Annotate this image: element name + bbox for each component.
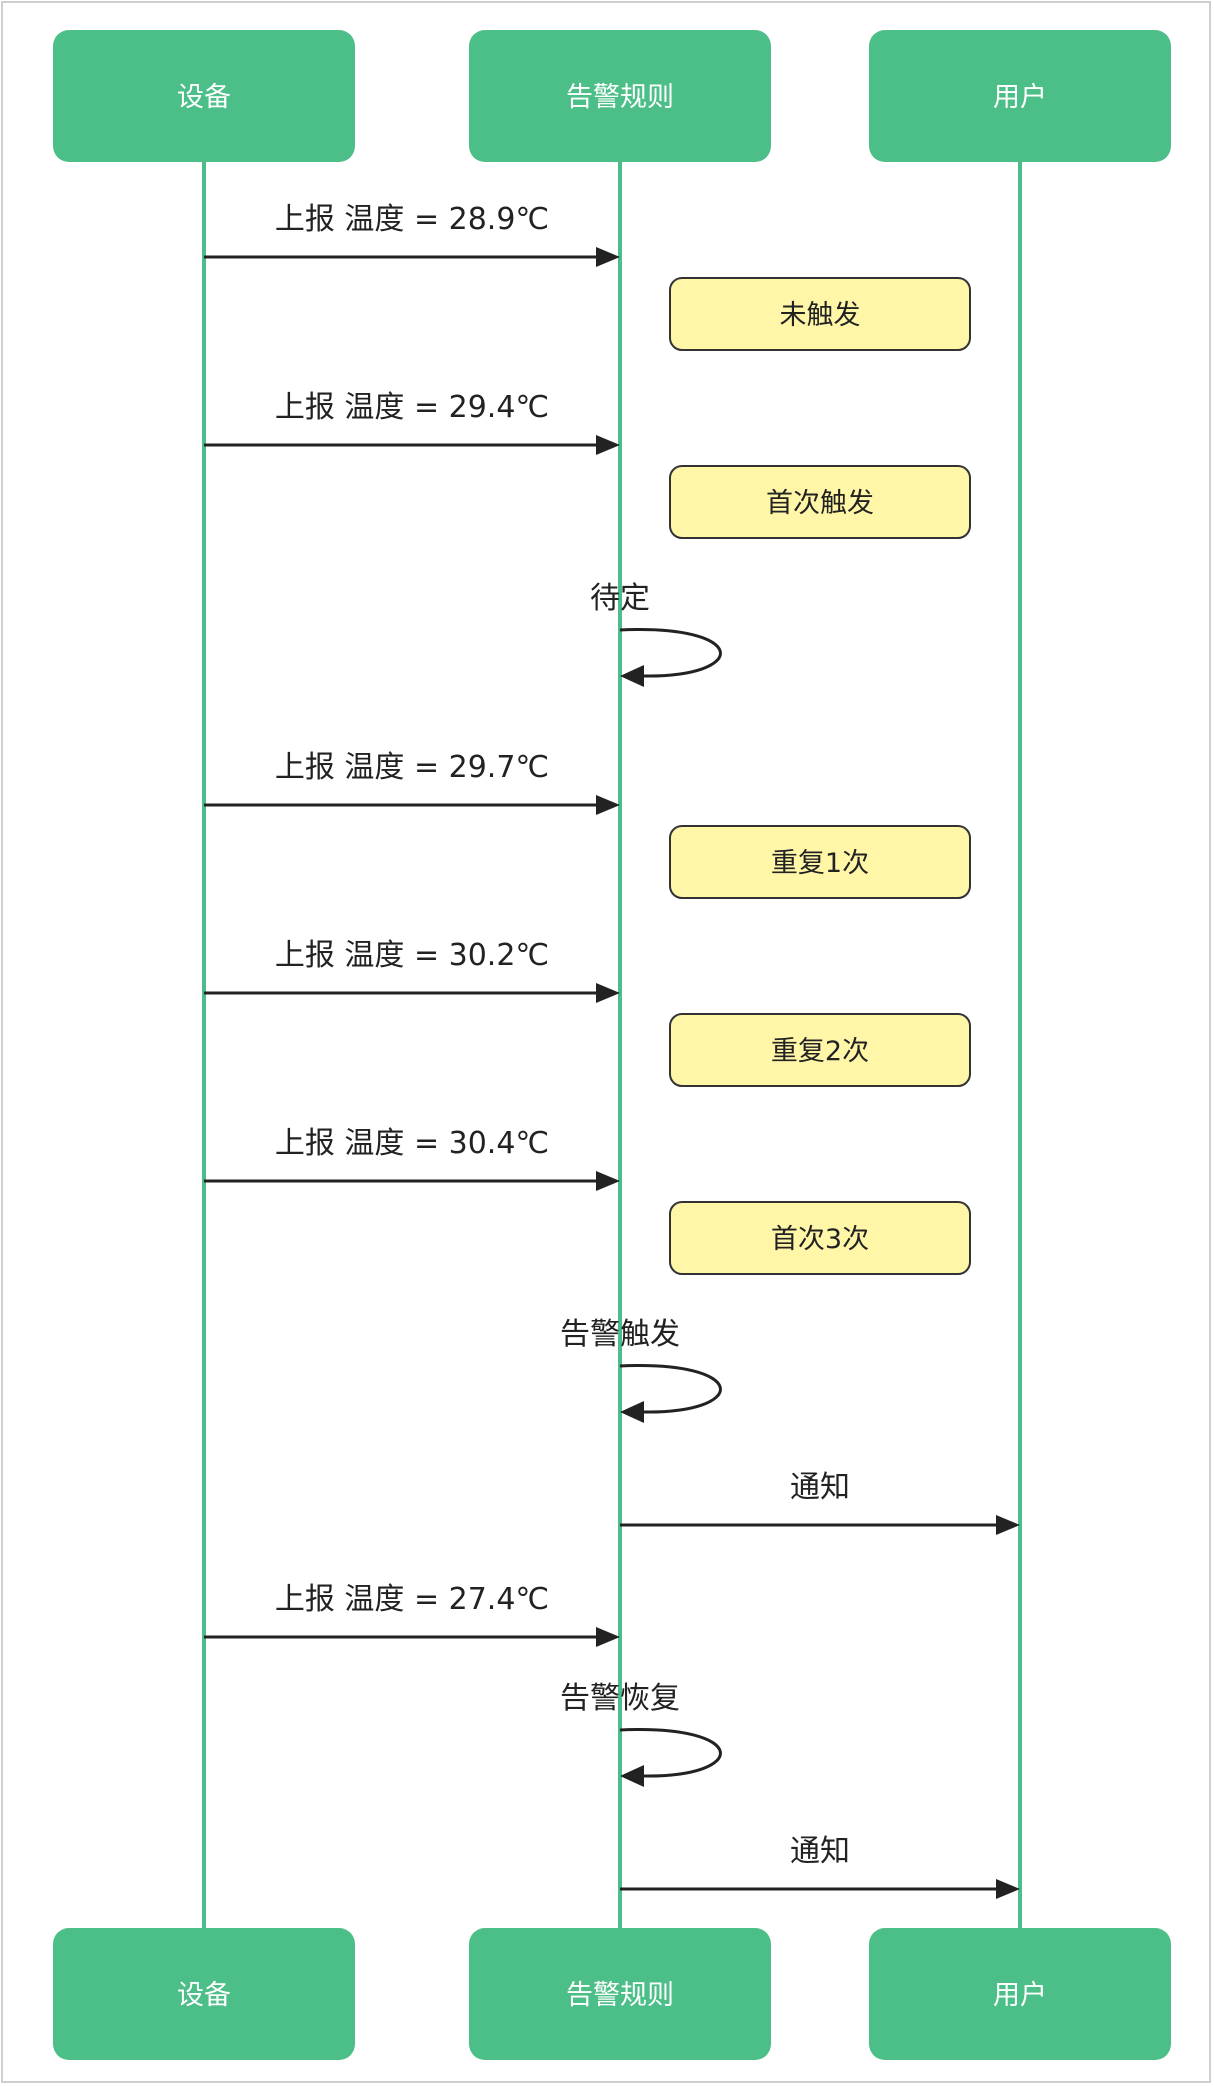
note-box [669, 1201, 971, 1275]
step-message: 上报 温度 = 28.9℃ [204, 202, 620, 267]
step-note: 重复2次 [669, 1013, 971, 1087]
self-message-loop [619, 1364, 722, 1414]
step-note: 首次触发 [669, 465, 971, 539]
note-label: 首次触发 [766, 488, 874, 519]
note-label: 重复2次 [771, 1036, 869, 1067]
actor-label: 告警规则 [566, 82, 674, 113]
step-note: 首次3次 [669, 1201, 971, 1275]
actor-bottom-device: 设备 [53, 1928, 355, 2060]
note-label: 未触发 [780, 300, 861, 331]
step-message: 上报 温度 = 27.4℃ [204, 1582, 620, 1647]
actor-top-rule: 告警规则 [469, 30, 771, 162]
step-message: 上报 温度 = 29.7℃ [204, 750, 620, 815]
actor-box [53, 30, 355, 162]
step-message: 上报 温度 = 29.4℃ [204, 390, 620, 455]
message-label: 通知 [790, 1470, 850, 1505]
step-self: 待定 [590, 581, 722, 687]
arrow-head-icon [620, 1401, 644, 1423]
note-box [669, 1013, 971, 1087]
arrow-head-icon [996, 1515, 1020, 1535]
note-label: 重复1次 [771, 848, 869, 879]
self-message-loop [619, 628, 722, 678]
actor-box [869, 30, 1171, 162]
arrow-head-icon [996, 1879, 1020, 1899]
arrow-head-icon [596, 435, 620, 455]
actor-top-user: 用户 [869, 30, 1171, 162]
actor-label: 设备 [177, 82, 231, 113]
step-note: 重复1次 [669, 825, 971, 899]
note-box [669, 465, 971, 539]
message-label: 上报 温度 = 30.2℃ [275, 938, 549, 973]
actor-label: 设备 [177, 1980, 231, 2011]
arrow-head-icon [620, 665, 644, 687]
actor-label: 用户 [993, 82, 1047, 113]
arrow-head-icon [596, 983, 620, 1003]
arrow-head-icon [596, 1171, 620, 1191]
arrow-head-icon [596, 795, 620, 815]
arrow-head-icon [596, 1627, 620, 1647]
actor-bottom-rule: 告警规则 [469, 1928, 771, 2060]
arrow-head-icon [620, 1765, 644, 1787]
actor-box [469, 1928, 771, 2060]
actor-label: 告警规则 [566, 1980, 674, 2011]
message-label: 上报 温度 = 27.4℃ [275, 1582, 549, 1617]
note-box [669, 825, 971, 899]
self-message-label: 告警恢复 [560, 1681, 680, 1716]
actor-top-device: 设备 [53, 30, 355, 162]
self-message-label: 待定 [590, 581, 650, 616]
note-box [669, 277, 971, 351]
step-message: 通知 [620, 1470, 1020, 1535]
self-message-label: 告警触发 [560, 1317, 680, 1352]
note-label: 首次3次 [771, 1224, 869, 1255]
message-label: 上报 温度 = 29.7℃ [275, 750, 549, 785]
step-message: 上报 温度 = 30.2℃ [204, 938, 620, 1003]
actor-bottom-user: 用户 [869, 1928, 1171, 2060]
message-label: 上报 温度 = 28.9℃ [275, 202, 549, 237]
actor-label: 用户 [993, 1980, 1047, 2011]
step-message: 通知 [620, 1834, 1020, 1899]
message-label: 上报 温度 = 29.4℃ [275, 390, 549, 425]
actor-box [53, 1928, 355, 2060]
step-self: 告警触发 [560, 1317, 722, 1423]
step-self: 告警恢复 [560, 1681, 722, 1787]
actor-box [469, 30, 771, 162]
message-label: 上报 温度 = 30.4℃ [275, 1126, 549, 1161]
arrow-head-icon [596, 247, 620, 267]
step-note: 未触发 [669, 277, 971, 351]
message-label: 通知 [790, 1834, 850, 1869]
self-message-loop [619, 1728, 722, 1778]
step-message: 上报 温度 = 30.4℃ [204, 1126, 620, 1191]
actor-box [869, 1928, 1171, 2060]
